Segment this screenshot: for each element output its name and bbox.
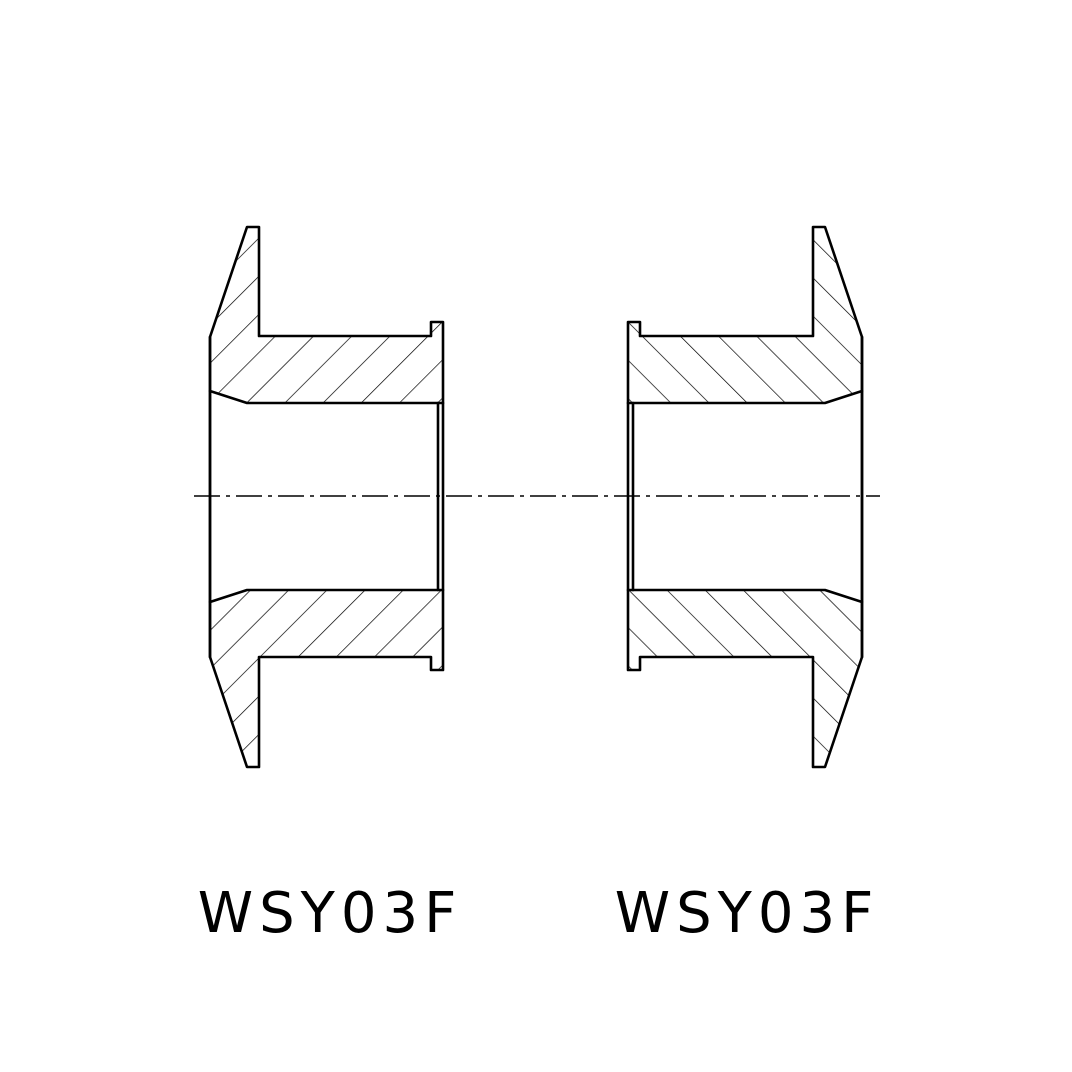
left-part-label: WSY03F [198,881,463,946]
right-outer-outline [626,225,864,769]
left-bore-top [208,389,445,405]
right-bore-top [626,389,864,405]
left-upper-section-hatch [210,227,443,403]
right-bore-bottom [626,588,864,604]
left-bushing-section [208,225,445,769]
right-part-label: WSY03F [615,881,880,946]
right-upper-section-hatch [628,227,862,403]
right-lower-section-hatch [628,590,862,767]
left-outer-outline [208,225,445,769]
right-bushing-section [626,225,864,769]
left-bore-bottom [208,588,445,604]
left-lower-section-hatch [210,590,443,767]
